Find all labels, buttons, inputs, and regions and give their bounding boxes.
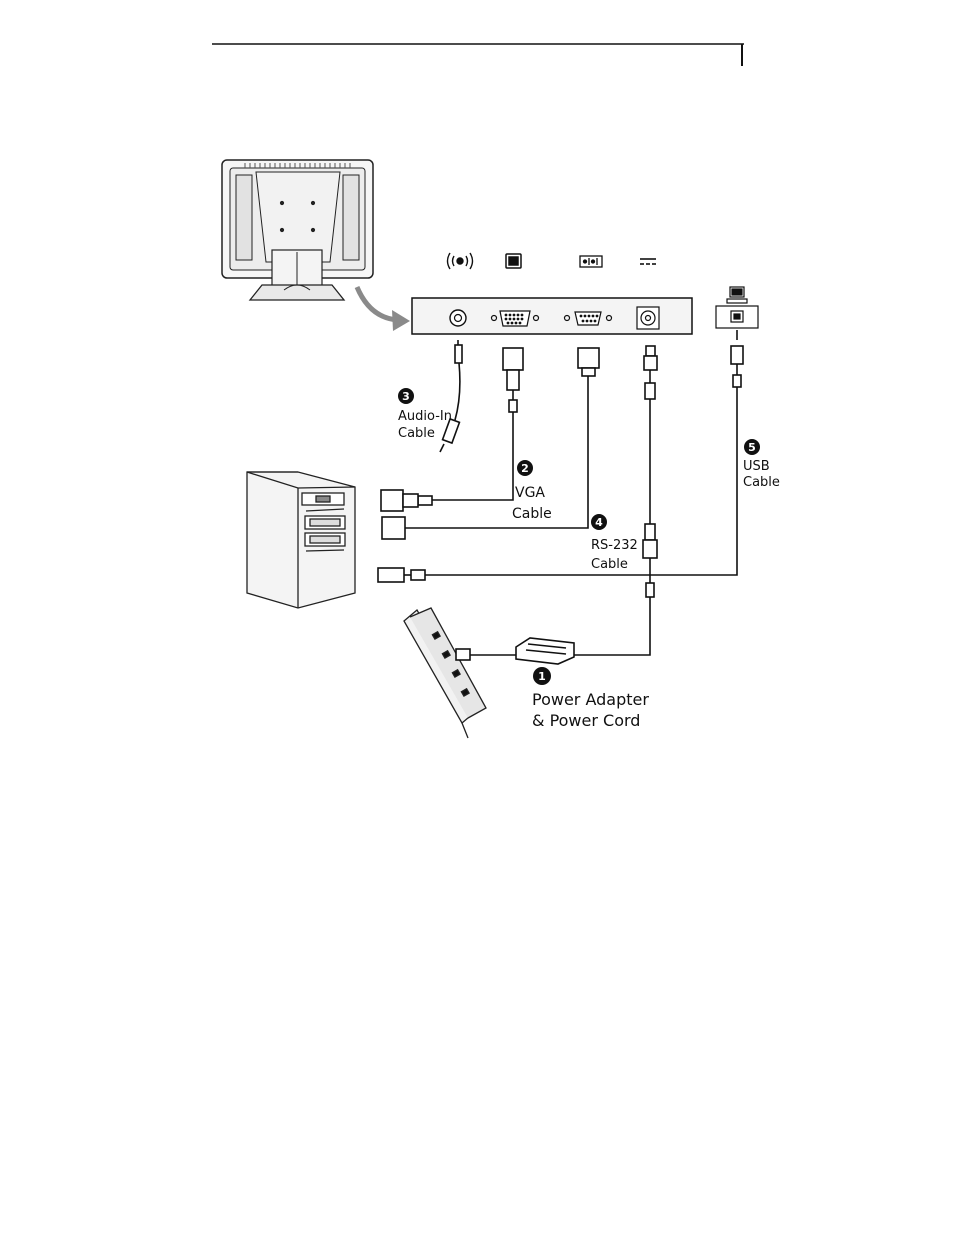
- header-rule: [212, 43, 744, 66]
- callout-sublabel-vga: Cable: [512, 506, 552, 522]
- audio-in-icon: [446, 252, 474, 270]
- rs232-cable: [381, 347, 600, 540]
- serial-port: [563, 311, 613, 326]
- callout-badge-3: [398, 388, 414, 404]
- connector-panel: [411, 297, 759, 335]
- callout-number-5: 5: [748, 441, 756, 454]
- callout-badge-2: [517, 460, 533, 476]
- dc-power-cable: [455, 345, 658, 665]
- callout-sublabel-power: & Power Cord: [532, 711, 640, 730]
- callout-number-3: 3: [402, 390, 410, 403]
- dc-power-icon: [640, 258, 656, 265]
- pc-tower-illustration: [246, 471, 356, 609]
- callout-number-2: 2: [521, 462, 529, 475]
- serial-port-icon: [579, 255, 603, 268]
- callout-vga: 2 VGA Cable: [512, 460, 552, 522]
- audio-in-port: [449, 309, 467, 327]
- vga-port-icon: [505, 253, 522, 269]
- callout-badge-1: [533, 667, 551, 685]
- callout-number-4: 4: [595, 516, 603, 529]
- power-strip-illustration: [403, 607, 487, 739]
- usb-cable: [377, 330, 744, 583]
- pointer-arrow: [354, 285, 410, 331]
- callout-badge-4: [591, 514, 607, 530]
- vga-port: [490, 310, 540, 327]
- callout-number-1: 1: [538, 670, 546, 683]
- callout-sublabel-usb: Cable: [743, 475, 780, 490]
- computer-icon: [726, 286, 748, 304]
- callout-label-audio-in: Audio-In: [398, 409, 452, 424]
- callout-label-vga: VGA: [515, 485, 545, 501]
- usb-port-box: [715, 305, 759, 329]
- vga-cable: [380, 347, 524, 512]
- callout-rs232: 4 RS-232 Cable: [591, 514, 638, 572]
- callout-usb: 5 USB Cable: [743, 439, 780, 490]
- callout-sublabel-audio-in: Cable: [398, 426, 435, 441]
- callout-label-power: Power Adapter: [532, 690, 649, 709]
- monitor-rear-illustration: [221, 159, 374, 301]
- callout-power: 1 Power Adapter & Power Cord: [532, 667, 649, 730]
- audio-cable: [439, 340, 463, 453]
- callout-label-usb: USB: [743, 459, 770, 474]
- dc-in-port: [636, 306, 660, 330]
- callout-badge-5: [744, 439, 760, 455]
- cables: [377, 330, 744, 665]
- callout-sublabel-rs232: Cable: [591, 557, 628, 572]
- callout-label-rs232: RS-232: [591, 538, 638, 553]
- callout-audio-in: 3 Audio-In Cable: [398, 388, 452, 441]
